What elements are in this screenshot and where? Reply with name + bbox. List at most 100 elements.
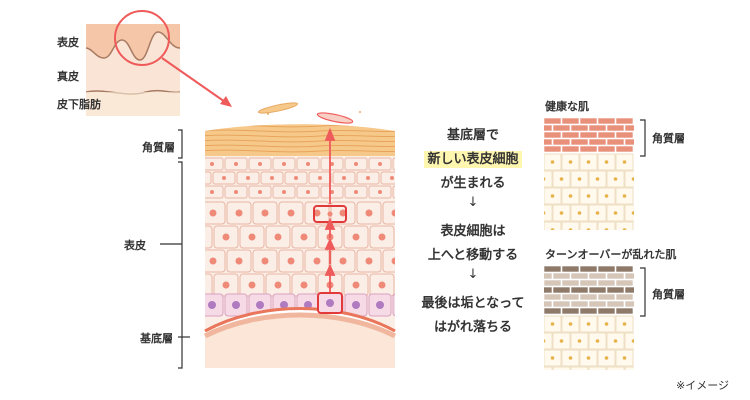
step1-line3: が生まれる bbox=[440, 176, 506, 191]
upward-arrows bbox=[324, 127, 336, 292]
healthy-skin-illustration bbox=[544, 118, 634, 230]
corneum-brick bbox=[570, 272, 589, 280]
corneum-brick bbox=[552, 272, 571, 280]
corneum-brick bbox=[624, 124, 634, 132]
corneum-brick bbox=[597, 266, 616, 273]
label-epidermis: 表皮 bbox=[124, 239, 146, 252]
corneum-brick bbox=[570, 286, 589, 294]
step1-line2: 新しい表皮細胞 bbox=[398, 148, 548, 168]
granular-cell bbox=[205, 171, 212, 185]
corneum-brick bbox=[544, 124, 553, 132]
corneum-brick bbox=[615, 279, 634, 287]
corneum-brick bbox=[597, 118, 616, 125]
corneum-brick bbox=[561, 145, 580, 153]
skin-cell bbox=[624, 366, 634, 370]
step3-line1: 最後は垢となって bbox=[421, 296, 525, 311]
corneum-brick bbox=[597, 307, 616, 315]
corneum-brick bbox=[606, 286, 625, 294]
label-stratum-corneum: 角質層 bbox=[142, 141, 175, 154]
corneum-brick bbox=[597, 145, 616, 153]
corneum-brick bbox=[597, 131, 616, 139]
corneum-brick bbox=[615, 118, 634, 125]
spinous-cell bbox=[382, 201, 395, 225]
corneum-brick bbox=[570, 124, 589, 132]
step1-line1: 基底層で bbox=[446, 128, 499, 143]
corneum-brick bbox=[544, 300, 553, 308]
skin-cell bbox=[615, 221, 634, 230]
corneum-brick bbox=[588, 286, 607, 294]
skin-cell bbox=[624, 170, 634, 188]
corneum-brick bbox=[570, 138, 589, 146]
corneum-brick bbox=[552, 124, 571, 132]
corneum-brick bbox=[579, 131, 598, 139]
corneum-brick bbox=[615, 145, 634, 153]
corneum-brick bbox=[588, 300, 607, 308]
arrow-2: ↓ bbox=[467, 267, 479, 282]
skin-cell bbox=[544, 366, 553, 370]
skin-inset bbox=[86, 24, 181, 116]
arrow-1: ↓ bbox=[467, 195, 479, 210]
corneum-brick bbox=[579, 145, 598, 153]
corneum-brick bbox=[552, 286, 571, 294]
corneum-brick bbox=[561, 131, 580, 139]
corneum-brick bbox=[561, 279, 580, 287]
corneum-brick bbox=[597, 279, 616, 287]
granular-cell bbox=[392, 157, 395, 171]
corneum-brick bbox=[624, 272, 634, 280]
basement-membrane bbox=[204, 307, 396, 333]
step2-line1: 表皮細胞は bbox=[440, 224, 506, 239]
spinous-cell bbox=[382, 249, 395, 273]
corneum-brick bbox=[597, 293, 616, 301]
corneum-brick bbox=[615, 131, 634, 139]
skin-cell bbox=[544, 204, 553, 222]
pointer-line bbox=[161, 57, 229, 105]
inset-label-dermis: 真皮 bbox=[57, 70, 79, 83]
spinous-cell bbox=[205, 273, 213, 297]
corneum-brick bbox=[570, 300, 589, 308]
corneum-brick bbox=[606, 300, 625, 308]
dermis-area bbox=[205, 315, 395, 368]
corneum-brick bbox=[624, 300, 634, 308]
corneum-brick bbox=[544, 145, 562, 153]
corneum-brick bbox=[544, 266, 562, 273]
corneum-brick bbox=[606, 272, 625, 280]
skin-cross-section bbox=[203, 102, 397, 368]
disturbed-layer-label: 角質層 bbox=[652, 288, 685, 301]
skin-cell bbox=[597, 221, 616, 230]
skin-cell bbox=[588, 366, 607, 370]
corneum-brick bbox=[579, 266, 598, 273]
corneum-brick bbox=[544, 307, 562, 315]
corneum-brick bbox=[552, 300, 571, 308]
corneum-brick bbox=[624, 286, 634, 294]
flake-1 bbox=[257, 102, 299, 114]
corneum-brick bbox=[561, 266, 580, 273]
skin-cell bbox=[624, 204, 634, 222]
label-basal-layer: 基底層 bbox=[140, 332, 173, 345]
corneum-brick bbox=[544, 279, 562, 287]
corneum-brick bbox=[544, 293, 562, 301]
corneum-brick bbox=[544, 138, 553, 146]
corneum-brick bbox=[588, 138, 607, 146]
corneum-brick bbox=[588, 272, 607, 280]
healthy-title: 健康な肌 bbox=[545, 100, 589, 113]
corneum-brick bbox=[615, 266, 634, 273]
disturbed-skin-illustration bbox=[544, 266, 634, 370]
image-note: ※イメージ bbox=[676, 379, 729, 392]
skin-cell bbox=[561, 221, 580, 230]
skin-cell bbox=[552, 366, 571, 370]
corneum-brick bbox=[615, 293, 634, 301]
skin-cell bbox=[579, 221, 598, 230]
corneum-brick bbox=[579, 118, 598, 125]
skin-cell bbox=[544, 170, 553, 188]
corneum-brick bbox=[544, 286, 553, 294]
skin-cell bbox=[624, 332, 634, 350]
inset-label-epidermis: 表皮 bbox=[57, 36, 79, 49]
pointer-arrowhead bbox=[220, 96, 232, 107]
skin-cell bbox=[570, 366, 589, 370]
corneum-brick bbox=[579, 307, 598, 315]
disturbed-title: ターンオーバーが乱れた肌 bbox=[545, 248, 677, 261]
step2-line2: 上へと移動する bbox=[427, 248, 519, 263]
